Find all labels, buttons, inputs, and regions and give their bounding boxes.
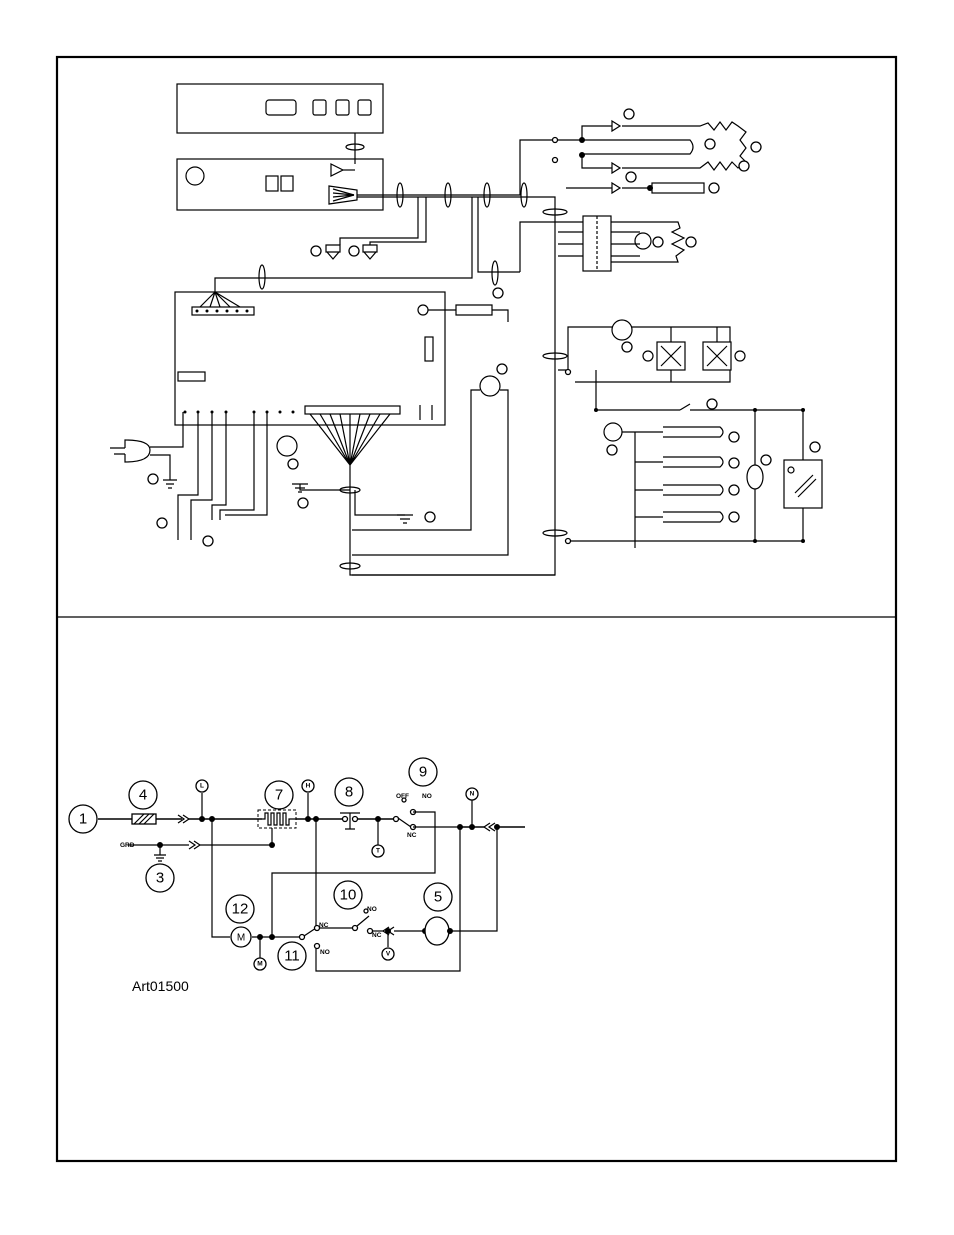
callout-label-1: 1 [79,811,87,828]
connector-icon [330,163,345,177]
terminal-n: N [470,791,475,798]
callout-label-4: 4 [139,787,147,804]
callout-label-8: 8 [345,784,353,801]
callout-1 [68,804,98,834]
callout-label-5: 5 [434,889,442,906]
control-module [176,158,384,211]
terminal-l: L [200,783,204,790]
control-board [174,291,446,426]
callout-4 [128,780,158,810]
callout-label-3: 3 [156,870,164,887]
callout-7 [264,780,294,810]
callout-label-7: 7 [275,787,283,804]
callout-10 [333,880,363,910]
display-window [265,99,297,116]
callout-label-11: 11 [284,948,300,965]
terminal-m: M [257,961,262,968]
ladder-schematic [98,779,525,972]
off-label: OFF [396,793,409,800]
callout-label-9: 9 [419,764,427,781]
callout-8 [334,777,364,807]
callout-label-10: 10 [340,887,357,904]
callout-11 [277,941,307,971]
switch9-no-label: NO [422,793,432,800]
callout-5 [423,882,453,912]
callouts [68,757,453,971]
switch11-no-label: NO [320,949,330,956]
callout-label-12: 12 [232,901,249,918]
callout-3 [145,863,175,893]
grd-label: GRD [120,842,135,849]
motor-symbol-label: M [237,933,245,944]
outer-frame [55,55,898,1163]
pictorial-wiring-diagram [110,83,823,576]
ribbon-connector [328,185,358,205]
switch10-no-label: NO [367,906,377,913]
callout-12 [225,894,255,924]
terminal-h: H [306,783,311,790]
terminal-v: V [386,951,391,958]
switch11-nc-label: NC [319,922,329,929]
terminal-t: T [376,848,380,855]
display-module [176,83,384,134]
switch9-nc-label: NC [407,832,417,839]
callout-9 [408,757,438,787]
art-reference: Art01500 [132,978,189,994]
switch10-nc-label: NC [372,932,382,939]
